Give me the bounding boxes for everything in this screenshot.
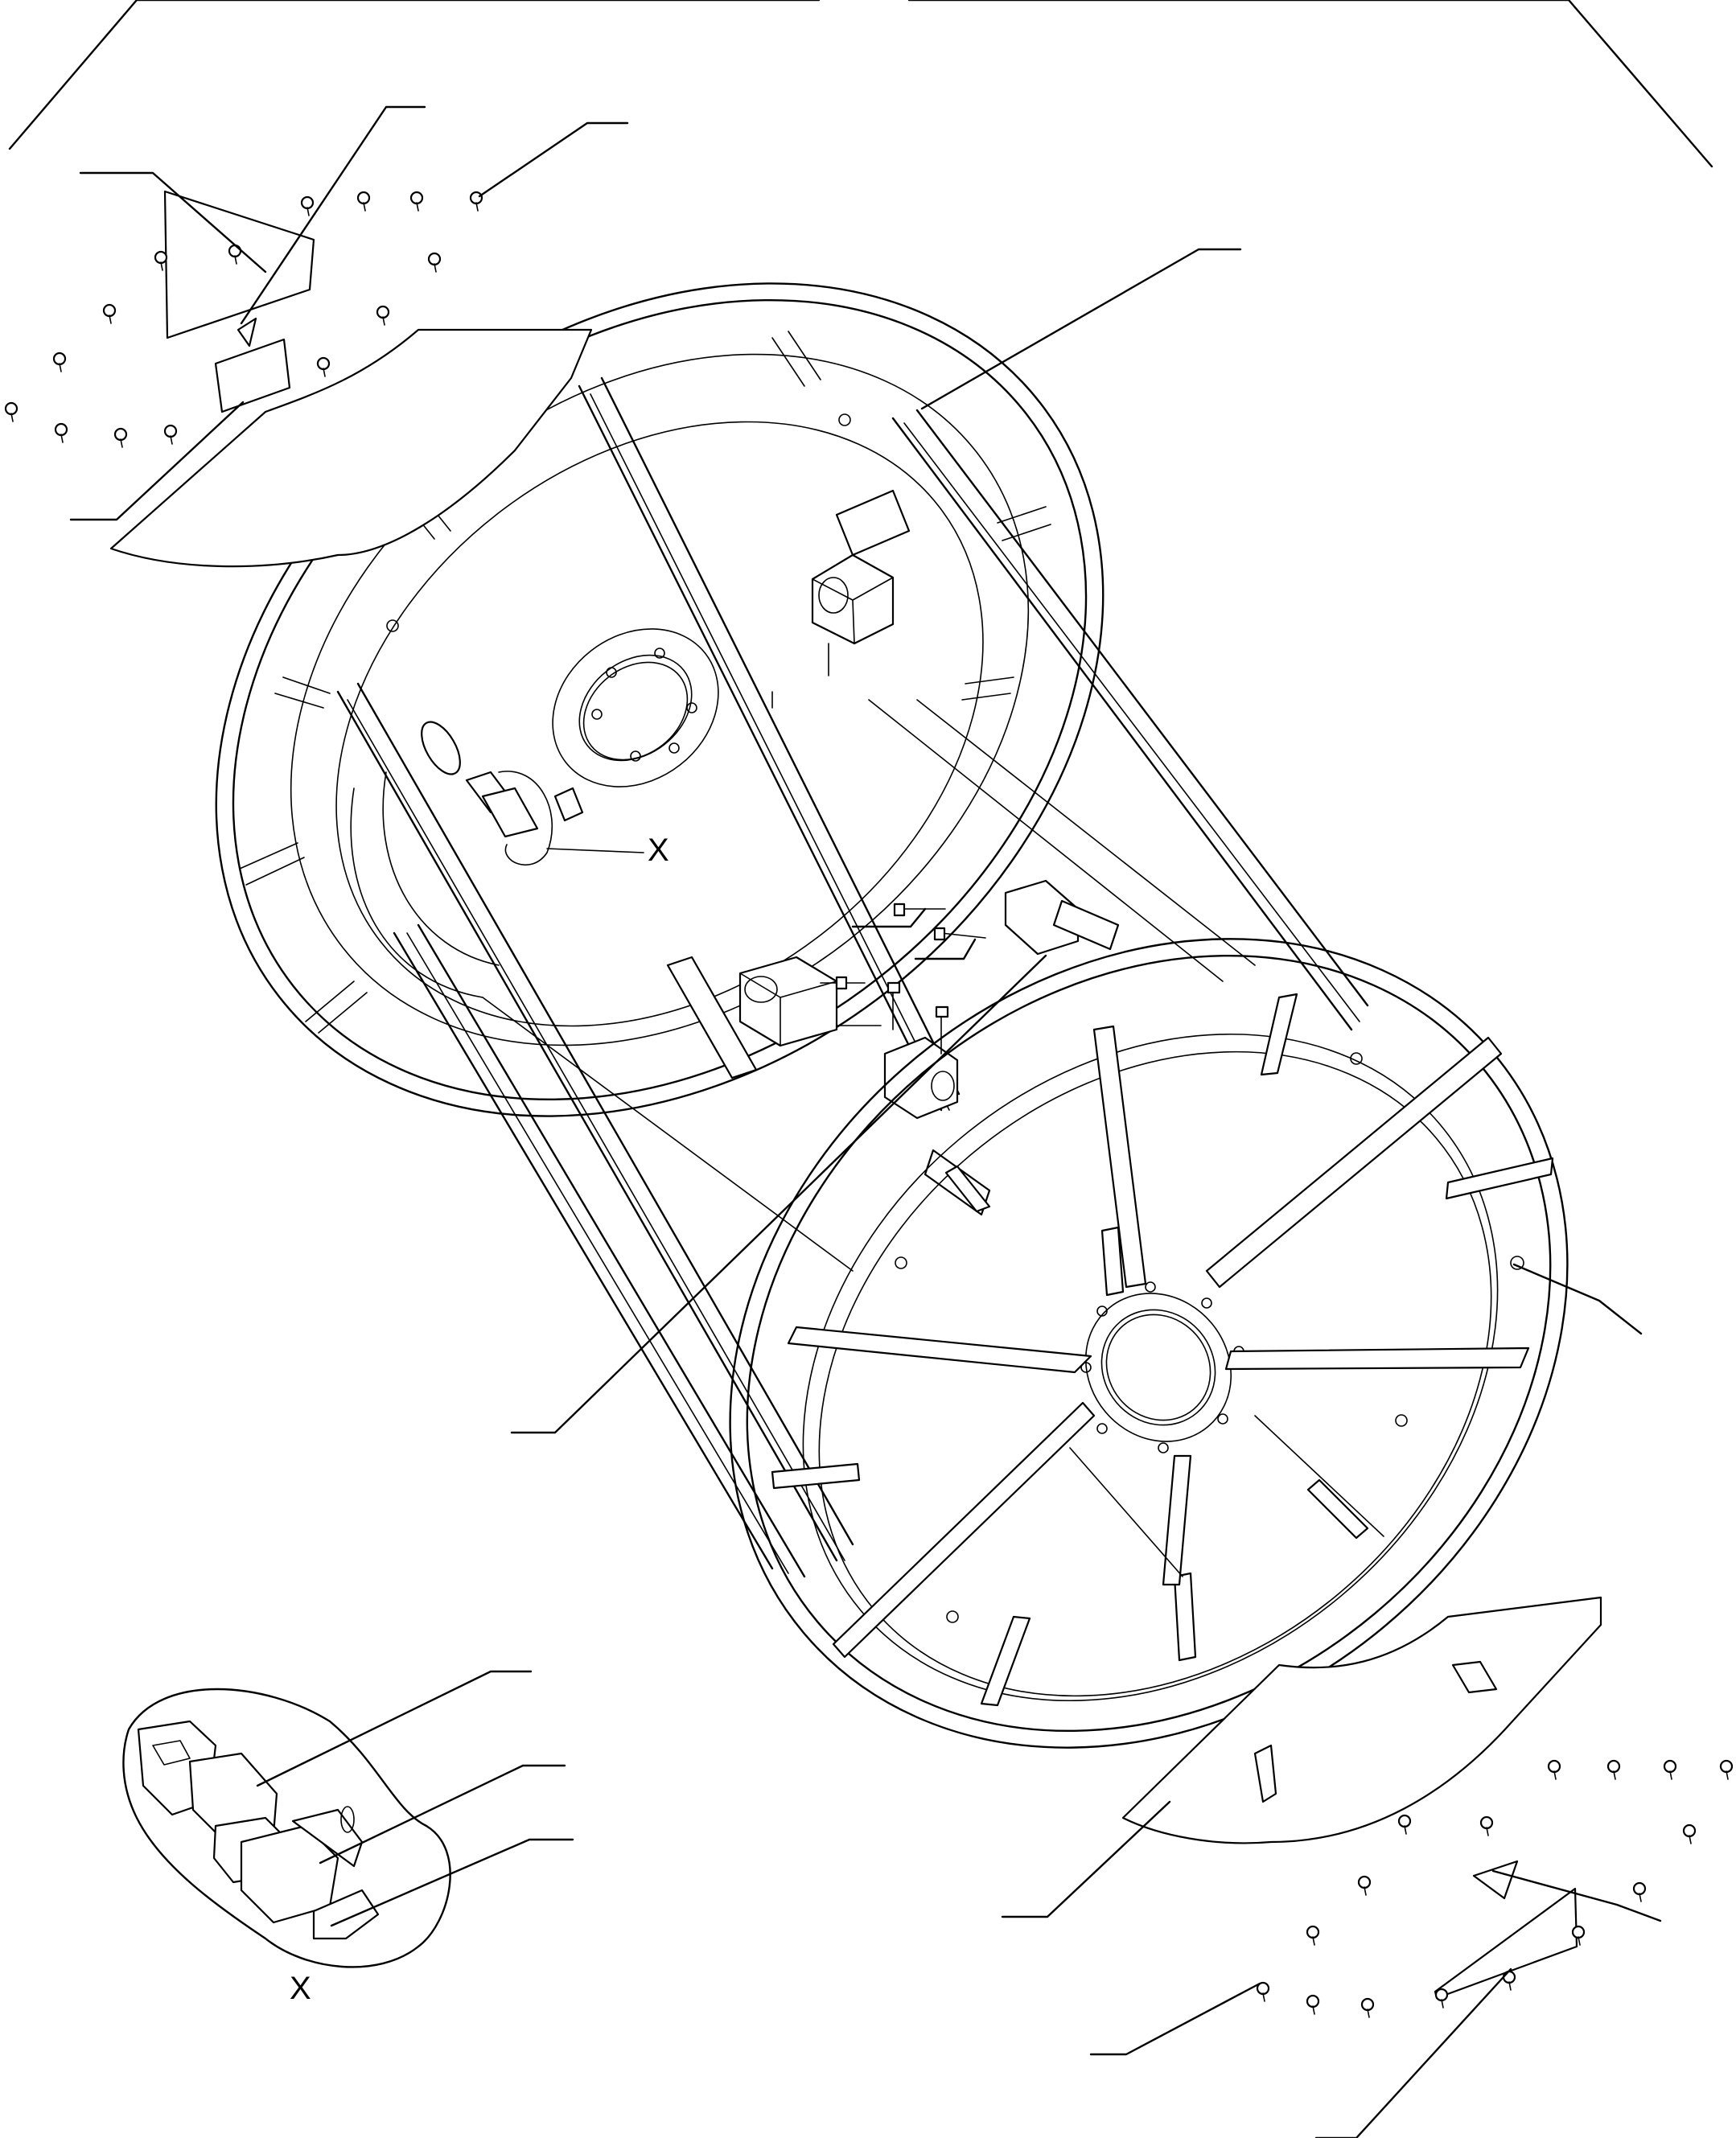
detail-callout-label: X (290, 1971, 311, 2006)
top-border-lines (8, 0, 1713, 168)
front-flange (729, 938, 1569, 1749)
rear-drum-disc (335, 413, 984, 1027)
leader-lines (69, 105, 1662, 2138)
front-disc (787, 1025, 1530, 1659)
front-cover-plate (1121, 1596, 1602, 2000)
rear-cover-screws (4, 191, 483, 448)
connector-assembly (421, 721, 644, 866)
mounting-blocks (666, 489, 1120, 1216)
drum-body (350, 771, 854, 1272)
detail-marker-label: X (648, 833, 669, 868)
frame-beams (336, 376, 1369, 1578)
detail-x-view (122, 1688, 451, 1968)
rear-cover-plate (109, 190, 593, 568)
